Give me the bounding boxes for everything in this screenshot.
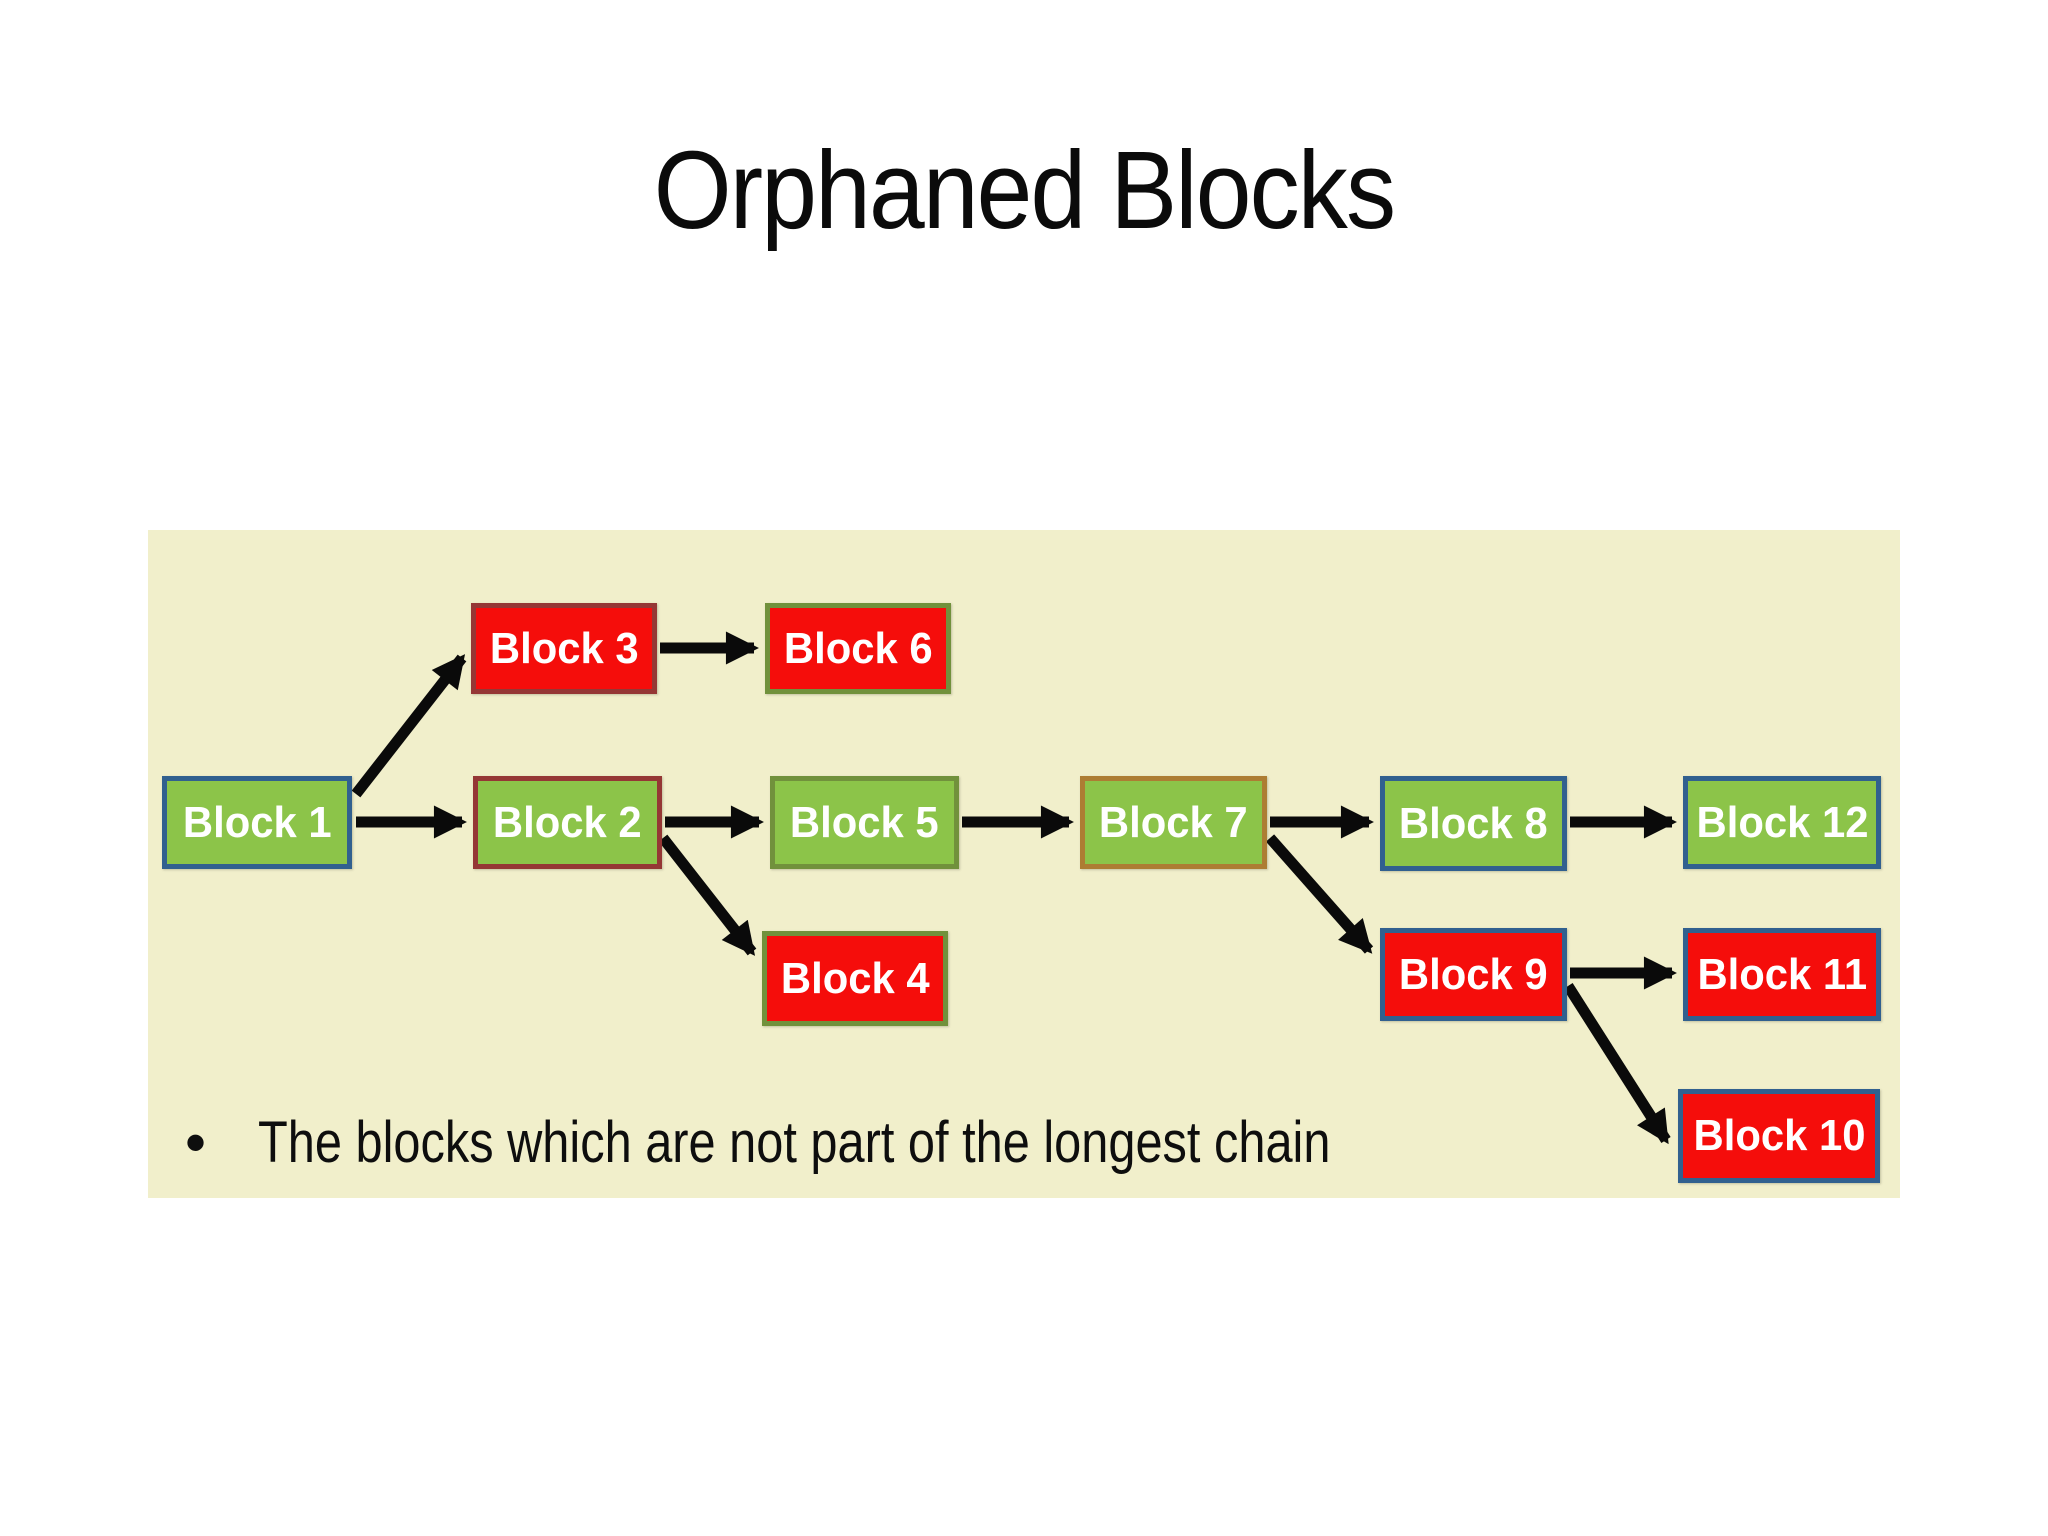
- block-node-b1: Block 1: [162, 776, 352, 869]
- block-label: Block 9: [1399, 949, 1548, 999]
- bullet-text: The blocks which are not part of the lon…: [258, 1110, 1331, 1175]
- block-label: Block 2: [493, 797, 642, 847]
- block-node-b12: Block 12: [1683, 776, 1881, 869]
- block-label: Block 7: [1099, 797, 1248, 847]
- diagram-panel: [148, 530, 1900, 1198]
- block-label: Block 12: [1696, 797, 1868, 847]
- block-node-b10: Block 10: [1678, 1089, 1880, 1183]
- bullet-icon: •: [185, 1108, 207, 1176]
- block-label: Block 3: [489, 623, 639, 673]
- block-label: Block 4: [780, 953, 930, 1003]
- block-node-b2: Block 2: [473, 776, 662, 869]
- block-node-b11: Block 11: [1683, 928, 1881, 1021]
- bullet-row: • The blocks which are not part of the l…: [185, 1108, 1535, 1178]
- block-label: Block 10: [1693, 1111, 1865, 1160]
- block-node-b8: Block 8: [1380, 776, 1567, 871]
- block-label: Block 1: [182, 797, 332, 847]
- block-node-b6: Block 6: [765, 603, 951, 694]
- block-node-b4: Block 4: [762, 931, 948, 1026]
- block-node-b3: Block 3: [471, 603, 657, 694]
- block-label: Block 8: [1399, 798, 1548, 848]
- block-label: Block 6: [783, 623, 933, 673]
- block-label: Block 5: [790, 797, 939, 847]
- block-node-b5: Block 5: [770, 776, 959, 869]
- page-title: Orphaned Blocks: [653, 129, 1396, 252]
- block-label: Block 11: [1697, 949, 1867, 999]
- block-node-b9: Block 9: [1380, 928, 1567, 1021]
- block-node-b7: Block 7: [1080, 776, 1267, 869]
